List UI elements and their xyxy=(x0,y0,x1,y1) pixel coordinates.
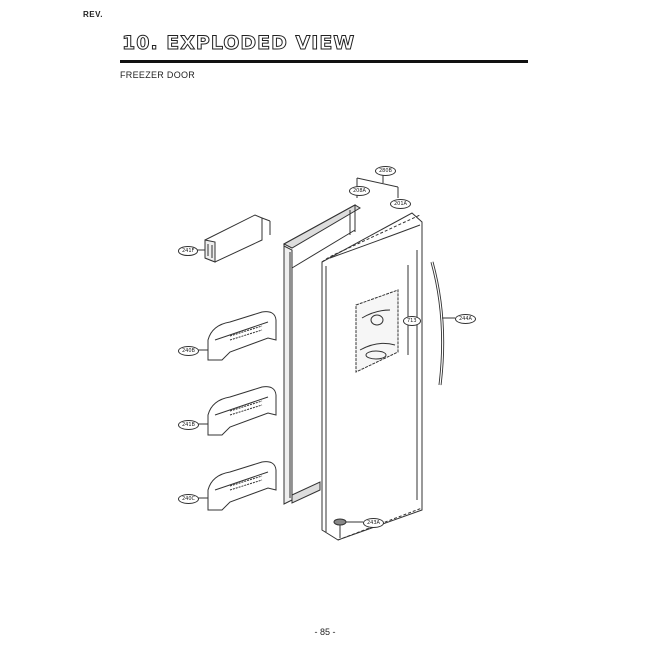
part-label-handle: 244A xyxy=(455,314,476,324)
part-label-gasket: 208A xyxy=(349,186,370,196)
part-label-bin-lower: 240C xyxy=(178,494,200,504)
section-subtitle: FREEZER DOOR xyxy=(120,70,196,80)
small-basket-shape xyxy=(195,214,271,263)
part-label-bin-middle: 241B xyxy=(178,420,199,430)
title-divider xyxy=(120,60,528,63)
dispenser-shape xyxy=(355,289,399,373)
revision-label: REV. xyxy=(83,10,103,19)
part-label-dispenser: 713 xyxy=(403,316,421,326)
page-number: - 85 - xyxy=(314,627,336,637)
part-label-bin-upper: 240B xyxy=(178,346,199,356)
door-bin-middle-shape xyxy=(195,386,277,436)
part-label-hinge: 243A xyxy=(363,518,384,528)
door-body-shape xyxy=(321,212,423,541)
door-gasket-shape xyxy=(282,204,361,505)
part-label-small-basket: 241F xyxy=(178,246,199,256)
part-label-top: 280B xyxy=(375,166,396,176)
part-label-door: 201A xyxy=(390,199,411,209)
bottom-hinge-shape xyxy=(333,518,363,538)
door-bin-lower-shape xyxy=(195,461,277,511)
door-handle-shape xyxy=(430,261,455,386)
page-title: 10. EXPLODED VIEW xyxy=(121,32,356,55)
door-bin-upper-shape xyxy=(195,311,277,361)
